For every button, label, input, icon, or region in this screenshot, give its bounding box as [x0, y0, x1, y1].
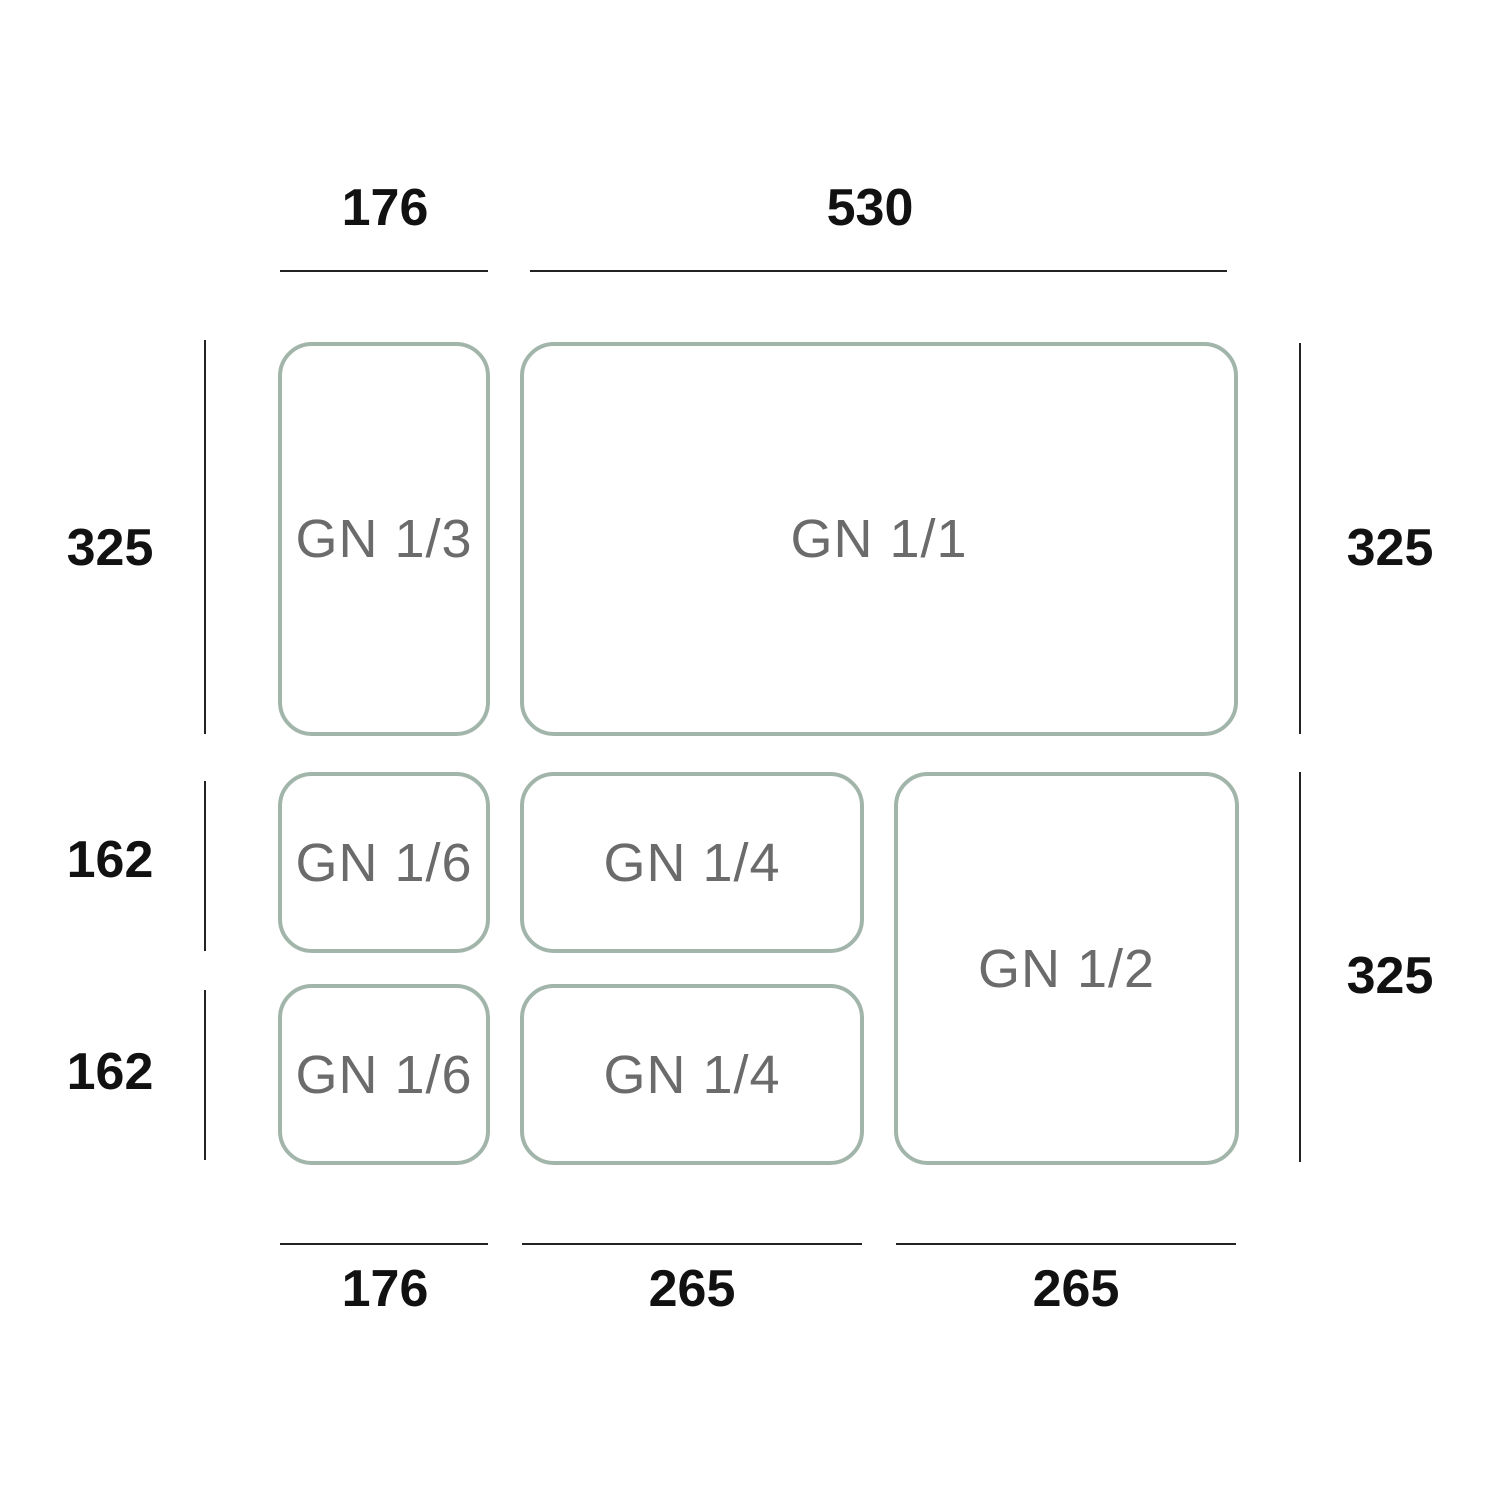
- pan-gn-1-6-bottom: GN 1/6: [278, 984, 490, 1165]
- bottom-width-line-176: [280, 1243, 488, 1245]
- left-height-line-162-top: [204, 781, 206, 951]
- pan-gn-1-4-bottom: GN 1/4: [520, 984, 864, 1165]
- left-height-label-162-bottom: 162: [66, 1043, 154, 1101]
- pan-gn-1-3-label: GN 1/3: [295, 509, 473, 569]
- bottom-width-line-265-right: [896, 1243, 1236, 1245]
- pan-gn-1-2-label: GN 1/2: [977, 938, 1156, 999]
- pan-gn-1-4-top: GN 1/4: [520, 772, 864, 953]
- right-height-line-325-top: [1299, 343, 1301, 734]
- top-width-label-530: 530: [826, 179, 914, 237]
- left-height-label-325: 325: [66, 519, 154, 577]
- right-height-line-325-bottom: [1299, 772, 1301, 1162]
- pan-gn-1-2: GN 1/2: [894, 772, 1239, 1165]
- left-height-line-162-bottom: [204, 990, 206, 1160]
- pan-gn-1-1: GN 1/1: [520, 342, 1238, 736]
- pan-gn-1-4-bottom-label: GN 1/4: [603, 1044, 781, 1105]
- left-height-line-325: [204, 340, 206, 734]
- bottom-width-line-265-mid: [522, 1243, 862, 1245]
- pan-gn-1-6-top-label: GN 1/6: [295, 832, 473, 893]
- pan-gn-1-1-label: GN 1/1: [790, 509, 968, 569]
- right-height-label-325-top: 325: [1346, 519, 1434, 577]
- top-width-label-176: 176: [341, 179, 429, 237]
- right-height-label-325-bottom: 325: [1346, 947, 1434, 1005]
- top-width-line-530: [530, 270, 1227, 272]
- pan-gn-1-3: GN 1/3: [278, 342, 490, 736]
- bottom-width-label-265-mid: 265: [648, 1260, 736, 1318]
- pan-gn-1-4-top-label: GN 1/4: [603, 832, 781, 893]
- pan-gn-1-6-top: GN 1/6: [278, 772, 490, 953]
- bottom-width-label-176: 176: [341, 1260, 429, 1318]
- top-width-line-176: [280, 270, 488, 272]
- pan-gn-1-6-bottom-label: GN 1/6: [295, 1044, 473, 1105]
- left-height-label-162-top: 162: [66, 831, 154, 889]
- bottom-width-label-265-right: 265: [1032, 1260, 1120, 1318]
